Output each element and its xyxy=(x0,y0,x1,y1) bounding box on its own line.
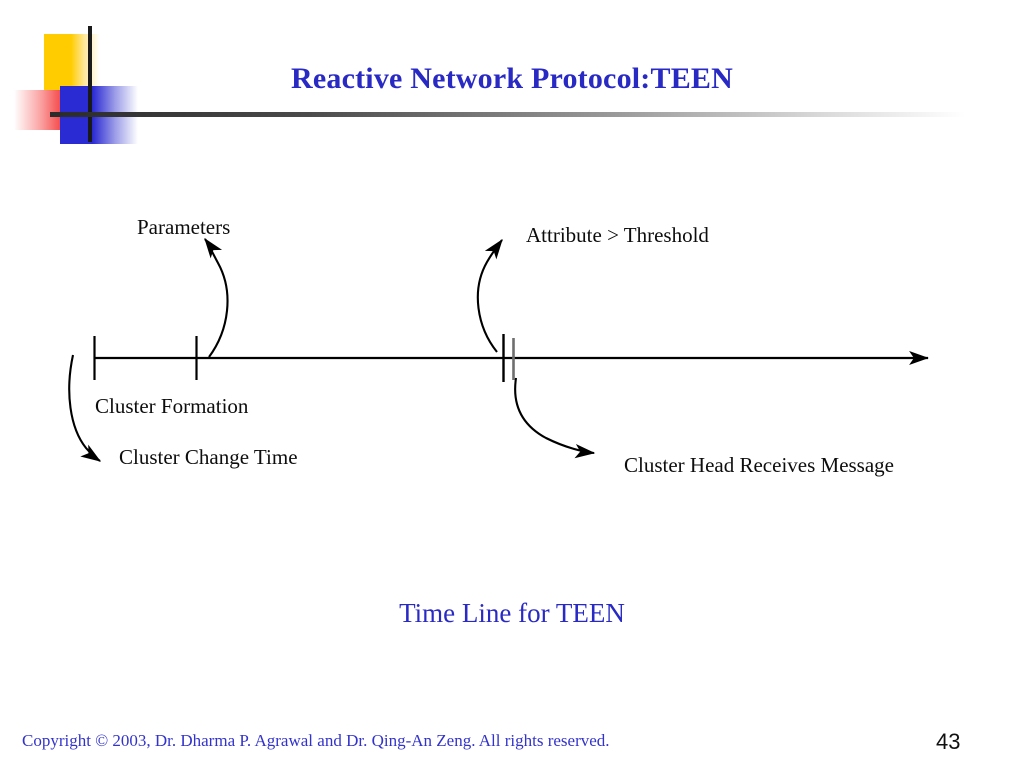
label-cluster-change-time: Cluster Change Time xyxy=(119,445,298,469)
page-number: 43 xyxy=(936,729,961,754)
label-parameters: Parameters xyxy=(137,215,231,239)
logo-vertical-bar xyxy=(88,26,92,142)
page-title: Reactive Network Protocol:TEEN xyxy=(291,62,733,95)
connector-cluster-change-time xyxy=(68,354,102,462)
label-cluster-formation: Cluster Formation xyxy=(95,394,249,418)
connector-cluster-head-message xyxy=(514,377,596,459)
label-attribute-threshold: Attribute > Threshold xyxy=(526,223,709,247)
logo-blue-tab xyxy=(60,112,86,144)
label-cluster-head-receives-message: Cluster Head Receives Message xyxy=(624,453,894,477)
header-rule xyxy=(50,112,965,117)
connector-attribute-threshold xyxy=(476,238,503,353)
diagram-caption: Time Line for TEEN xyxy=(399,598,625,628)
connector-parameters xyxy=(204,237,229,358)
footer-copyright: Copyright © 2003, Dr. Dharma P. Agrawal … xyxy=(22,731,610,750)
